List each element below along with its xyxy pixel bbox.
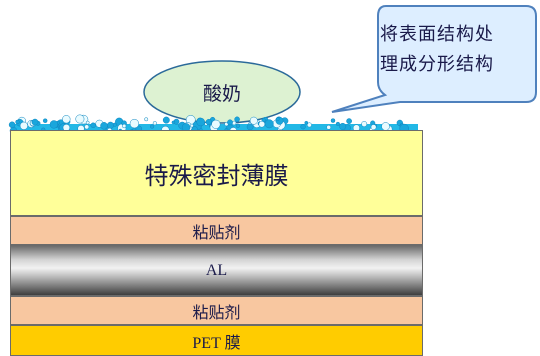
pet-film-label: PET 膜 [192, 334, 241, 352]
callout-line-1: 将表面结构处 [380, 24, 494, 45]
fractal-bead [196, 117, 205, 127]
fractal-bead [162, 116, 170, 124]
fractal-bead [49, 120, 59, 129]
fractal-bead [300, 124, 306, 130]
callout-bubble [331, 5, 537, 113]
fractal-bead [171, 120, 176, 125]
fractal-bead [227, 119, 233, 126]
fractal-bead [258, 120, 266, 128]
fractal-bead [335, 121, 340, 126]
fractal-bead [234, 116, 240, 123]
fractal-bead [15, 119, 20, 125]
fractal-bead [112, 122, 117, 127]
fractal-bead [122, 123, 127, 129]
fractal-bead [370, 124, 377, 130]
fractal-bead [190, 123, 194, 128]
fractal-bead [249, 116, 258, 125]
fractal-bead [326, 124, 332, 130]
adhesive-layer-top: 粘贴剂 [10, 216, 423, 245]
fractal-bead [42, 118, 48, 123]
fractal-bead [75, 114, 85, 124]
special-seal-film-layer: 特殊密封薄膜 [10, 130, 423, 216]
adhesive-top-label: 粘贴剂 [192, 222, 241, 242]
fractal-bead [339, 122, 347, 130]
fractal-bead [235, 123, 241, 128]
yogurt-label: 酸奶 [202, 83, 241, 105]
fractal-bead [361, 121, 368, 127]
fractal-bead [304, 120, 309, 125]
adhesive-bottom-label: 粘贴剂 [192, 302, 241, 322]
fractal-bead [8, 121, 16, 129]
aluminum-label: AL [205, 261, 228, 279]
fractal-bead [275, 117, 280, 121]
fractal-bead [85, 120, 90, 125]
aluminum-layer: AL [10, 245, 423, 296]
fractal-bead [330, 118, 336, 123]
fractal-bead [100, 122, 108, 130]
fractal-bead [31, 118, 39, 126]
fractal-bead [152, 121, 157, 126]
callout-text: 将表面结构处 理成分形结构 [380, 20, 530, 80]
fractal-bead [106, 121, 115, 129]
yogurt-ellipse [143, 60, 301, 124]
fractal-bead [306, 122, 312, 128]
fractal-bead [150, 124, 155, 129]
fractal-bead [346, 118, 352, 124]
pet-film-layer: PET 膜 [10, 325, 423, 356]
fractal-bead [62, 115, 71, 124]
fractal-bead [129, 118, 140, 129]
callout-line-2: 理成分形结构 [380, 54, 494, 75]
fractal-bead [144, 117, 149, 122]
fractal-bead [205, 118, 212, 126]
fractal-bead [84, 124, 90, 130]
fractal-bead [264, 119, 274, 129]
adhesive-layer-bottom: 粘贴剂 [10, 296, 423, 325]
fractal-bead [19, 121, 28, 130]
fractal-bead [90, 122, 96, 129]
special-seal-film-label: 特殊密封薄膜 [144, 161, 289, 190]
fractal-bead [211, 119, 221, 129]
